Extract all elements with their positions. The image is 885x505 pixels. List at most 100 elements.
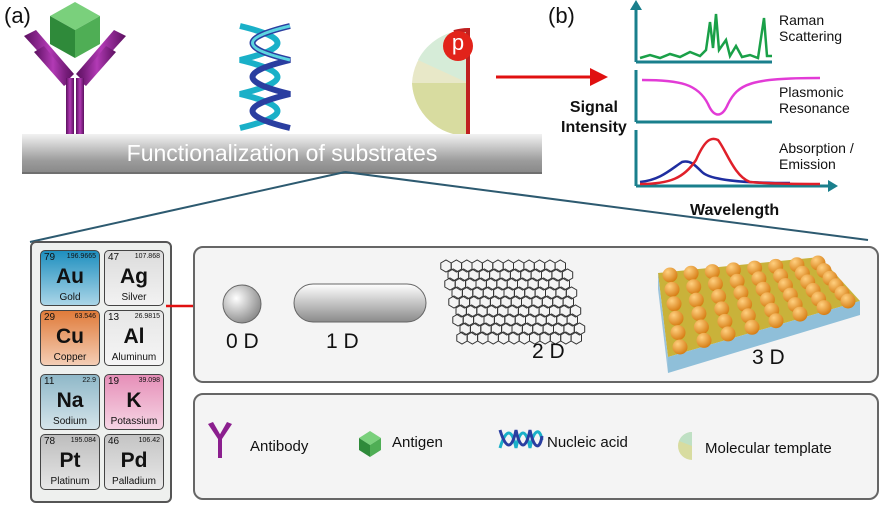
legend-nucleic-acid-label: Nucleic acid: [547, 434, 628, 451]
graphene-hexagon: [566, 313, 578, 327]
plasmonic-label: Plasmonic Resonance: [779, 84, 850, 116]
graphene-hexagon: [440, 259, 452, 273]
legend-antibody-icon: [208, 422, 232, 458]
nanosphere-3d: [792, 306, 808, 322]
graphene-hexagon: [499, 268, 511, 282]
graphene-hexagon: [457, 268, 470, 282]
graphene-hexagon: [500, 295, 512, 309]
element-mass: 26.9815: [134, 313, 160, 320]
nanosphere-3d: [691, 306, 707, 322]
element-mass: 63.546: [74, 313, 96, 320]
nanosphere-3d: [672, 339, 688, 355]
label-1d: 1 D: [326, 330, 359, 353]
graphene-hexagon: [483, 313, 495, 327]
graphene-hexagon: [493, 286, 505, 300]
element-mass: 22.9: [82, 377, 96, 384]
graphene-hexagon: [527, 277, 539, 291]
nanosphere-0d-icon: [222, 284, 262, 324]
graphene-hexagon: [485, 277, 498, 291]
element-number: 46: [108, 436, 120, 447]
ylabel-line1: Signal: [569, 99, 618, 116]
nanosphere-3d: [729, 273, 745, 289]
nanosphere-3d: [768, 313, 784, 329]
graphene-hexagon: [469, 295, 481, 309]
graphene-hexagon: [542, 322, 554, 336]
nanosphere-3d: [664, 281, 680, 297]
graphene-hexagon: [486, 304, 499, 318]
nanosphere-3d: [840, 293, 856, 309]
element-number: 11: [44, 376, 55, 387]
nanosphere-3d: [662, 267, 678, 283]
graphene-hexagon: [444, 277, 456, 291]
graphene-hexagon: [524, 286, 536, 300]
graphene-hexagon: [528, 304, 540, 318]
graphene-hexagon: [544, 259, 556, 273]
element-symbol: Na: [56, 389, 84, 412]
label-3d: 3 D: [752, 346, 785, 369]
graphene-hexagon: [448, 295, 460, 309]
antibody-icon: [24, 30, 126, 136]
element-number: 19: [108, 376, 120, 387]
nanosphere-3d: [696, 332, 712, 348]
graphene-hexagon: [517, 304, 530, 318]
graphene-hexagon: [570, 331, 582, 345]
graphene-hexagon: [521, 295, 533, 309]
graphene-hexagon: [554, 259, 566, 273]
graphene-hexagon: [492, 259, 504, 273]
element-number: 13: [108, 312, 120, 323]
nanoarray-3d-icon: [658, 255, 860, 373]
element-symbol: Pd: [120, 449, 148, 472]
nanosphere-3d: [717, 313, 733, 329]
graphene-hexagon: [553, 322, 565, 336]
graphene-hexagon: [465, 304, 478, 318]
graphene-hexagon: [531, 295, 543, 309]
graphene-hexagon: [479, 295, 491, 309]
graphene-hexagon: [469, 322, 482, 336]
absorption-label-line2: Emission: [779, 156, 836, 172]
functionalization-banner: Functionalization of substrates: [22, 134, 542, 174]
graphene-hexagon: [472, 286, 484, 300]
nanosphere-3d: [740, 308, 756, 324]
element-symbol: K: [126, 389, 142, 412]
nanosphere-3d: [668, 310, 684, 326]
graphene-hexagon: [497, 331, 510, 345]
legend-molecular-template-label: Molecular template: [705, 440, 832, 457]
graphene-hexagon: [490, 322, 503, 336]
graphene-hexagon: [521, 322, 534, 336]
nanosphere-3d: [816, 300, 832, 316]
graphene-hexagon: [451, 286, 463, 300]
graphene-hexagon: [510, 295, 522, 309]
graphene-hexagon: [482, 286, 495, 300]
label-2d: 2 D: [532, 340, 565, 363]
graphene-hexagon: [506, 277, 518, 291]
graphene-hexagon: [487, 331, 499, 345]
graphene-hexagon: [562, 295, 574, 309]
graphene-hexagon: [555, 286, 567, 300]
legend-molecular-template-icon: [678, 432, 692, 460]
graphene-hexagon: [513, 259, 525, 273]
graphene-hexagon: [517, 277, 529, 291]
raman-label-line2: Scattering: [779, 28, 843, 44]
legend-antigen-icon: [359, 431, 381, 457]
element-symbol: Au: [56, 265, 84, 288]
graphene-hexagon: [461, 286, 474, 300]
emission-curve: [639, 160, 791, 185]
graphene-hexagon: [545, 313, 558, 327]
nanosphere-3d: [683, 265, 699, 281]
nanosphere-3d: [704, 264, 720, 280]
graphene-hexagon: [496, 277, 508, 291]
nanosphere-3d: [693, 319, 709, 335]
label-0d: 0 D: [226, 330, 259, 353]
graphene-hexagon: [507, 304, 519, 318]
graphene-hexagon: [461, 259, 473, 273]
graphene-hexagon: [502, 259, 514, 273]
graphene-hexagon: [545, 286, 557, 300]
element-name: Aluminum: [111, 352, 157, 363]
graphene-hexagon: [455, 304, 467, 318]
